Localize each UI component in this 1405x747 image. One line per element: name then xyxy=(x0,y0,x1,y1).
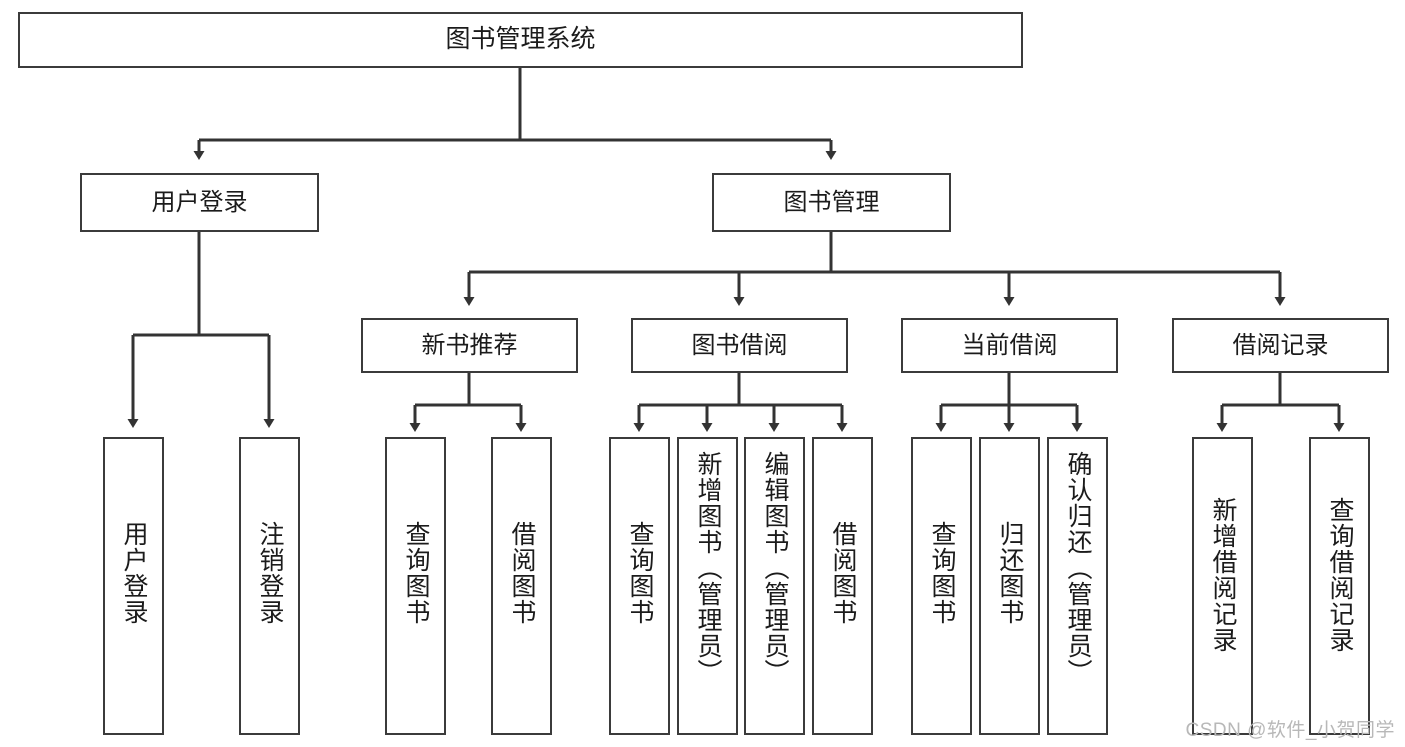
node-root[interactable]: 图书管理系统 xyxy=(18,12,1023,68)
node-leaf-query-book-2-label: 查询图书 xyxy=(626,521,654,625)
node-new-book-recommend-label: 新书推荐 xyxy=(421,331,518,359)
node-leaf-logout-login-label: 注销登录 xyxy=(256,521,284,625)
node-leaf-query-record[interactable]: 查询借阅记录 xyxy=(1309,437,1370,735)
node-leaf-borrow-book-2[interactable]: 借阅图书 xyxy=(812,437,873,735)
node-leaf-logout-login[interactable]: 注销登录 xyxy=(239,437,300,735)
node-user-login-label: 用户登录 xyxy=(151,188,248,216)
node-root-label: 图书管理系统 xyxy=(445,25,596,54)
node-leaf-borrow-book-1-label: 借阅图书 xyxy=(508,521,536,625)
node-leaf-add-record-label: 新增借阅记录 xyxy=(1209,497,1237,653)
node-leaf-user-login[interactable]: 用户登录 xyxy=(103,437,164,735)
node-leaf-query-book-1-label: 查询图书 xyxy=(402,521,430,625)
node-leaf-query-book-1[interactable]: 查询图书 xyxy=(385,437,446,735)
node-leaf-confirm-return[interactable]: 确认归还（管理员） xyxy=(1047,437,1108,735)
node-leaf-confirm-return-label: 确认归还（管理员） xyxy=(1064,451,1092,685)
node-book-borrow[interactable]: 图书借阅 xyxy=(631,318,848,373)
node-borrow-record[interactable]: 借阅记录 xyxy=(1172,318,1389,373)
node-leaf-query-book-3[interactable]: 查询图书 xyxy=(911,437,972,735)
node-book-manage[interactable]: 图书管理 xyxy=(712,173,951,232)
node-current-borrow[interactable]: 当前借阅 xyxy=(901,318,1118,373)
node-leaf-borrow-book-1[interactable]: 借阅图书 xyxy=(491,437,552,735)
node-user-login[interactable]: 用户登录 xyxy=(80,173,319,232)
csdn-watermark: CSDN @软件_小贺同学 xyxy=(1185,720,1395,741)
node-book-borrow-label: 图书借阅 xyxy=(691,331,788,359)
node-leaf-query-record-label: 查询借阅记录 xyxy=(1326,497,1354,653)
node-leaf-user-login-label: 用户登录 xyxy=(120,521,148,625)
node-book-manage-label: 图书管理 xyxy=(783,188,880,216)
node-leaf-edit-book[interactable]: 编辑图书（管理员） xyxy=(744,437,805,735)
node-leaf-add-book-label: 新增图书（管理员） xyxy=(694,451,722,685)
node-new-book-recommend[interactable]: 新书推荐 xyxy=(361,318,578,373)
node-leaf-add-record[interactable]: 新增借阅记录 xyxy=(1192,437,1253,735)
node-current-borrow-label: 当前借阅 xyxy=(961,331,1058,359)
node-leaf-return-book[interactable]: 归还图书 xyxy=(979,437,1040,735)
node-leaf-query-book-2[interactable]: 查询图书 xyxy=(609,437,670,735)
node-leaf-add-book[interactable]: 新增图书（管理员） xyxy=(677,437,738,735)
node-leaf-return-book-label: 归还图书 xyxy=(996,521,1024,625)
node-leaf-query-book-3-label: 查询图书 xyxy=(928,521,956,625)
node-leaf-edit-book-label: 编辑图书（管理员） xyxy=(761,451,789,685)
node-leaf-borrow-book-2-label: 借阅图书 xyxy=(829,521,857,625)
node-borrow-record-label: 借阅记录 xyxy=(1232,331,1329,359)
